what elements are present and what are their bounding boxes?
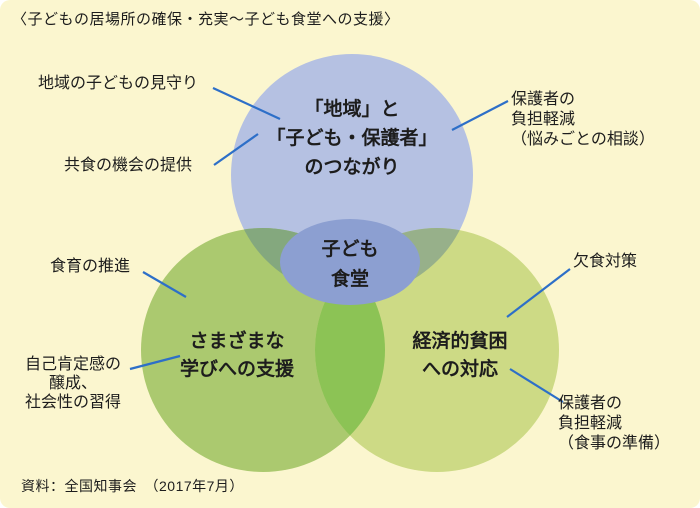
annotation-guardian-burden-meal-prep: 保護者の 負担軽減 （食事の準備） <box>558 395 671 452</box>
center-ellipse <box>280 219 420 305</box>
annotation-watching-local-children: 地域の子どもの見守り <box>38 75 199 92</box>
connector-jiko-line <box>129 354 181 371</box>
connector-mimamori-line <box>212 87 281 120</box>
annotation-guardian-burden-consultation: 保護者の 負担軽減 （悩みごとの相談） <box>511 91 655 148</box>
source-note: 資料：全国知事会 （2017年7月） <box>21 478 244 494</box>
connector-kesshoku-line <box>506 268 571 318</box>
connector-shokuiku-line <box>142 271 187 298</box>
diagram-title: 〈子どもの居場所の確保・充実〜子ども食堂への支援〉 <box>12 11 400 28</box>
annotation-self-esteem-sociality: 自己肯定感の 醸成、 社会性の習得 <box>24 356 121 411</box>
connector-nayami-line <box>451 100 509 131</box>
center-ellipse-label: 子ども 食堂 <box>321 239 379 290</box>
annotation-missed-meal-measures: 欠食対策 <box>573 253 638 270</box>
top-circle-label: 「地域」と 「子ども・保護者」 のつながり <box>266 99 438 178</box>
annotation-food-education: 食育の推進 <box>50 258 131 275</box>
connector-kyoshoku-line <box>213 133 259 166</box>
connector-shokuji-line <box>509 368 564 403</box>
right-circle-label: 経済的貧困 への対応 <box>412 331 508 380</box>
annotation-shared-meal-opportunity: 共食の機会の提供 <box>64 157 193 174</box>
left-circle-label: さまざまな 学びへの支援 <box>179 331 295 380</box>
